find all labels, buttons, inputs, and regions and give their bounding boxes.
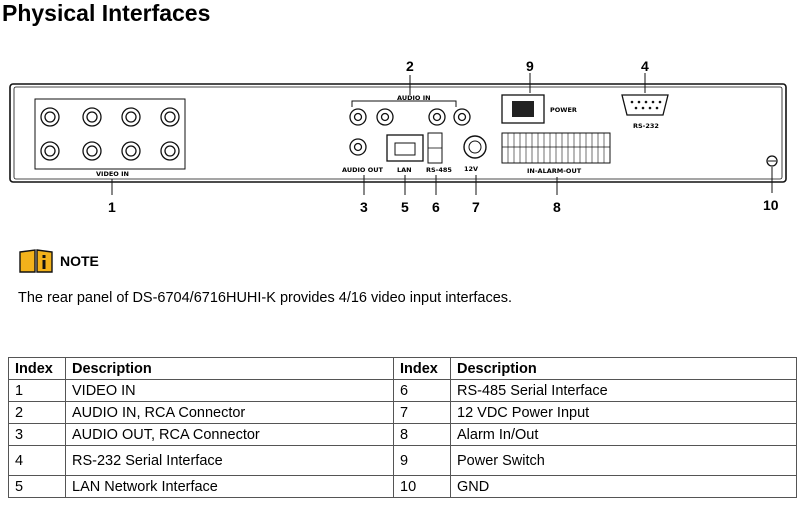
description-cell: Alarm In/Out [450, 423, 797, 446]
table-row: 2 AUDIO IN, RCA Connector 7 12 VDC Power… [8, 401, 797, 424]
header-description-2: Description [450, 357, 797, 380]
index-cell: 7 [393, 401, 451, 424]
table-row: 5 LAN Network Interface 10 GND [8, 475, 797, 498]
callout-2: 2 [406, 58, 414, 74]
header-index-1: Index [8, 357, 66, 380]
table-row: 4 RS-232 Serial Interface 9 Power Switch [8, 445, 797, 476]
rear-panel-diagram: VIDEO IN AUDIO IN AUDIO OUT LAN RS-485 1… [9, 58, 787, 215]
description-cell: 12 VDC Power Input [450, 401, 797, 424]
callout-6: 6 [432, 199, 440, 215]
index-cell: 4 [8, 445, 66, 476]
rs232-port [621, 94, 669, 116]
description-cell: AUDIO IN, RCA Connector [65, 401, 394, 424]
callout-8: 8 [553, 199, 561, 215]
description-cell: RS-232 Serial Interface [65, 445, 394, 476]
description-cell: Power Switch [450, 445, 797, 476]
description-cell: VIDEO IN [65, 379, 394, 402]
power-label: POWER [550, 106, 577, 114]
alarm-label: IN-ALARM-OUT [527, 167, 582, 175]
callout-4: 4 [641, 58, 649, 74]
note-header: NOTE [18, 247, 99, 275]
table-header-row: Index Description Index Description [8, 357, 797, 380]
lan-label: LAN [397, 166, 412, 174]
header-description-1: Description [65, 357, 394, 380]
description-cell: AUDIO OUT, RCA Connector [65, 423, 394, 446]
table-row: 3 AUDIO OUT, RCA Connector 8 Alarm In/Ou… [8, 423, 797, 446]
page-title: Physical Interfaces [2, 0, 211, 26]
index-cell: 1 [8, 379, 66, 402]
note-label: NOTE [60, 253, 99, 269]
header-index-2: Index [393, 357, 451, 380]
index-cell: 6 [393, 379, 451, 402]
audio-in-label: AUDIO IN [397, 94, 431, 102]
interface-table: Index Description Index Description 1 VI… [8, 357, 797, 498]
description-cell: LAN Network Interface [65, 475, 394, 498]
index-cell: 8 [393, 423, 451, 446]
callout-7: 7 [472, 199, 480, 215]
index-cell: 5 [8, 475, 66, 498]
index-cell: 10 [393, 475, 451, 498]
power-12v-label: 12V [464, 165, 478, 173]
note-book-icon [19, 249, 53, 273]
rs485-label: RS-485 [426, 166, 452, 174]
bnc-connectors [40, 107, 180, 161]
audio-out-label: AUDIO OUT [342, 166, 384, 174]
lan-port [386, 134, 424, 162]
audio-in-bracket [351, 100, 457, 107]
table-row: 1 VIDEO IN 6 RS-485 Serial Interface [8, 379, 797, 402]
power-input-connector [463, 135, 487, 159]
callout-5: 5 [401, 199, 409, 215]
index-cell: 3 [8, 423, 66, 446]
rs232-label: RS-232 [633, 122, 659, 130]
note-text: The rear panel of DS-6704/6716HUHI-K pro… [18, 290, 513, 306]
video-in-block [34, 98, 186, 170]
callout-9: 9 [526, 58, 534, 74]
description-cell: GND [450, 475, 797, 498]
callout-10: 10 [763, 197, 779, 213]
audio-rca-connectors [349, 108, 471, 156]
index-cell: 9 [393, 445, 451, 476]
index-cell: 2 [8, 401, 66, 424]
callout-1: 1 [108, 199, 116, 215]
callout-3: 3 [360, 199, 368, 215]
description-cell: RS-485 Serial Interface [450, 379, 797, 402]
video-in-label: VIDEO IN [96, 170, 129, 178]
